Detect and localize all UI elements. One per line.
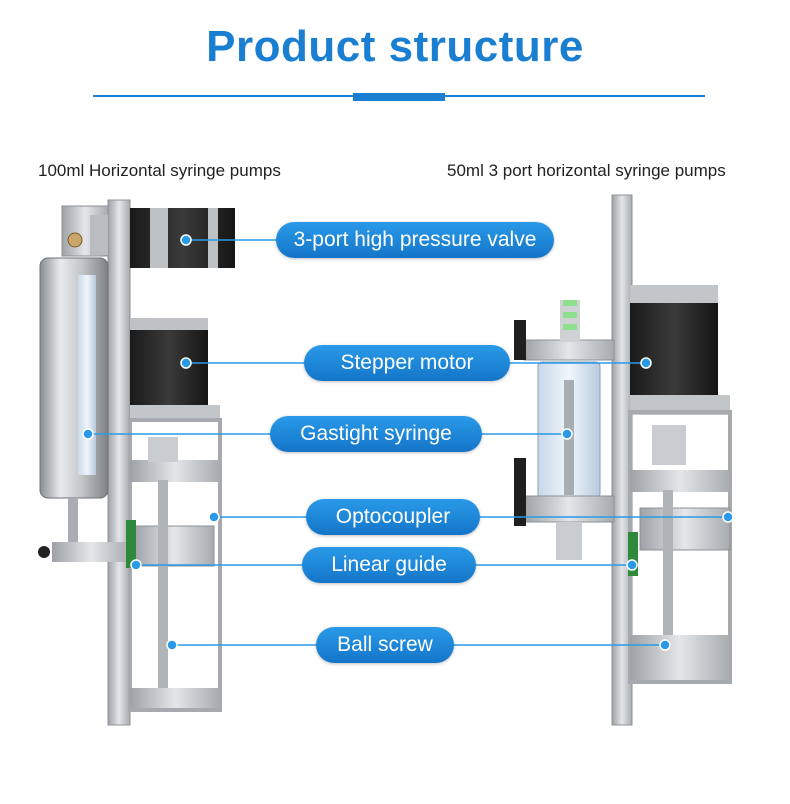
caption-right-pump: 50ml 3 port horizontal syringe pumps <box>447 161 726 180</box>
page-title: Product structure <box>206 22 584 71</box>
label-optocoupler: Optocoupler <box>306 499 480 535</box>
label-gastight-syringe: Gastight syringe <box>270 416 482 452</box>
label-3-port-high-pressure-valve: 3-port high pressure valve <box>276 222 554 258</box>
label-linear-guide: Linear guide <box>302 547 476 583</box>
connectors <box>82 234 734 651</box>
right-pump <box>514 194 732 726</box>
label-stepper-motor: Stepper motor <box>304 345 510 381</box>
label-ball-screw: Ball screw <box>316 627 454 663</box>
left-pump <box>38 199 235 726</box>
caption-left-pump: 100ml Horizontal syringe pumps <box>38 161 281 180</box>
title-divider-accent <box>353 93 445 101</box>
